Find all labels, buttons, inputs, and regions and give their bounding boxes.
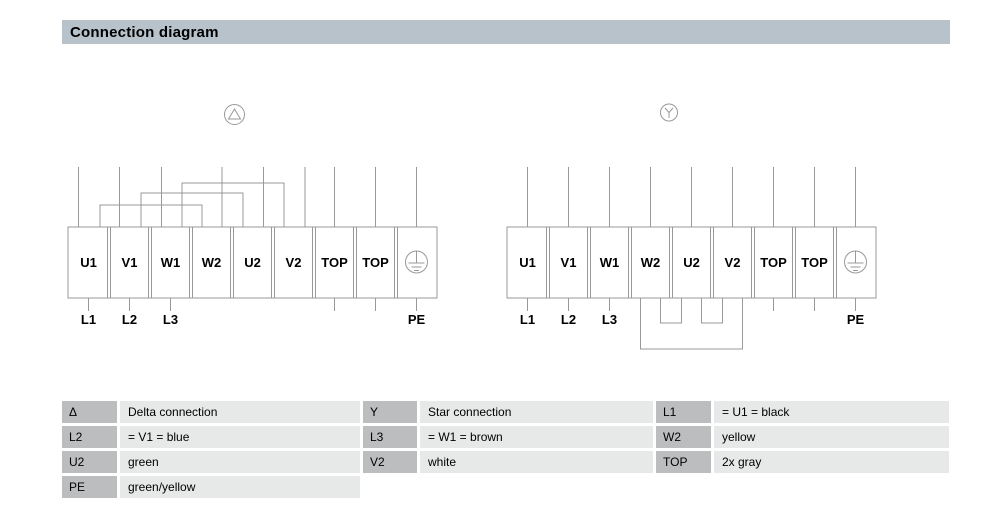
line-label: L1: [520, 312, 535, 327]
line-label: PE: [847, 312, 865, 327]
legend-value: green: [120, 451, 360, 473]
pe-earth-icon: [844, 250, 867, 274]
terminal-block: [506, 226, 877, 299]
symbol-circle: [224, 104, 245, 125]
legend-value: Star connection: [420, 401, 653, 423]
delta-triangle: [227, 108, 242, 120]
terminal-label: TOP: [321, 255, 348, 270]
page-title: Connection diagram: [70, 23, 219, 41]
legend-value: green/yellow: [120, 476, 360, 498]
star-point-jumper-wire: [640, 298, 743, 350]
legend-key: TOP: [656, 451, 711, 473]
pe-earth-icon: [405, 250, 428, 274]
legend-key: PE: [62, 476, 117, 498]
terminal-label: W2: [202, 255, 222, 270]
legend-value: = W1 = brown: [420, 426, 653, 448]
terminal-label: V2: [725, 255, 741, 270]
legend-row: PE green/yellow: [62, 476, 949, 498]
header-bar: Connection diagram: [62, 20, 950, 44]
terminal-label: V1: [122, 255, 138, 270]
legend-row: Δ Delta connection Y Star connection L1 …: [62, 401, 949, 423]
delta-jumper-wire: [181, 182, 285, 227]
star-point-jumper-wire: [701, 298, 723, 324]
terminal-label: U2: [683, 255, 700, 270]
legend-value: = V1 = blue: [120, 426, 360, 448]
terminal-label: U2: [244, 255, 261, 270]
delta-symbol-icon: [224, 104, 245, 125]
delta-connection-diagram: U1 V1 W1 W2 U2 V2 TOP TOP L1 L2 L3 PE: [67, 104, 438, 327]
legend-value: 2x gray: [714, 451, 949, 473]
legend-value: = U1 = black: [714, 401, 949, 423]
terminal-label: TOP: [801, 255, 828, 270]
line-label: PE: [408, 312, 426, 327]
line-label: L3: [602, 312, 617, 327]
terminal-label: V2: [286, 255, 302, 270]
legend-table: Δ Delta connection Y Star connection L1 …: [62, 401, 949, 501]
star-point-jumper-wire: [660, 298, 682, 324]
legend-key: U2: [62, 451, 117, 473]
terminal-label: W1: [161, 255, 181, 270]
legend-row: L2 = V1 = blue L3 = W1 = brown W2 yellow: [62, 426, 949, 448]
symbol-circle: [660, 103, 678, 122]
terminal-label: U1: [519, 255, 536, 270]
terminal-block: [67, 226, 438, 299]
legend-row: U2 green V2 white TOP 2x gray: [62, 451, 949, 473]
star-y-shape: [664, 107, 674, 118]
legend-value: yellow: [714, 426, 949, 448]
terminal-label: TOP: [362, 255, 389, 270]
terminal-label: TOP: [760, 255, 787, 270]
connection-diagram-canvas: U1 V1 W1 W2 U2 V2 TOP TOP L1 L2 L3 PE U1 V1 W1 W2 U2 V2 TO…: [67, 103, 877, 350]
legend-key: L2: [62, 426, 117, 448]
delta-jumper-wire: [99, 204, 203, 227]
legend-value: Delta connection: [120, 401, 360, 423]
legend-key: L3: [363, 426, 417, 448]
legend-value: white: [420, 451, 653, 473]
line-label: L3: [163, 312, 178, 327]
delta-jumper-wire: [140, 192, 244, 227]
terminal-label: W1: [600, 255, 620, 270]
line-label: L2: [561, 312, 576, 327]
legend-key: Y: [363, 401, 417, 423]
terminal-label: V1: [561, 255, 577, 270]
star-connection-diagram: U1 V1 W1 W2 U2 V2 TOP TOP L1 L2 L3 PE: [506, 103, 877, 350]
terminal-label: W2: [641, 255, 661, 270]
legend-key: V2: [363, 451, 417, 473]
star-symbol-icon: [660, 103, 678, 122]
line-label: L2: [122, 312, 137, 327]
legend-key: W2: [656, 426, 711, 448]
terminal-label: U1: [80, 255, 97, 270]
line-label: L1: [81, 312, 96, 327]
legend-key: L1: [656, 401, 711, 423]
legend-key: Δ: [62, 401, 117, 423]
